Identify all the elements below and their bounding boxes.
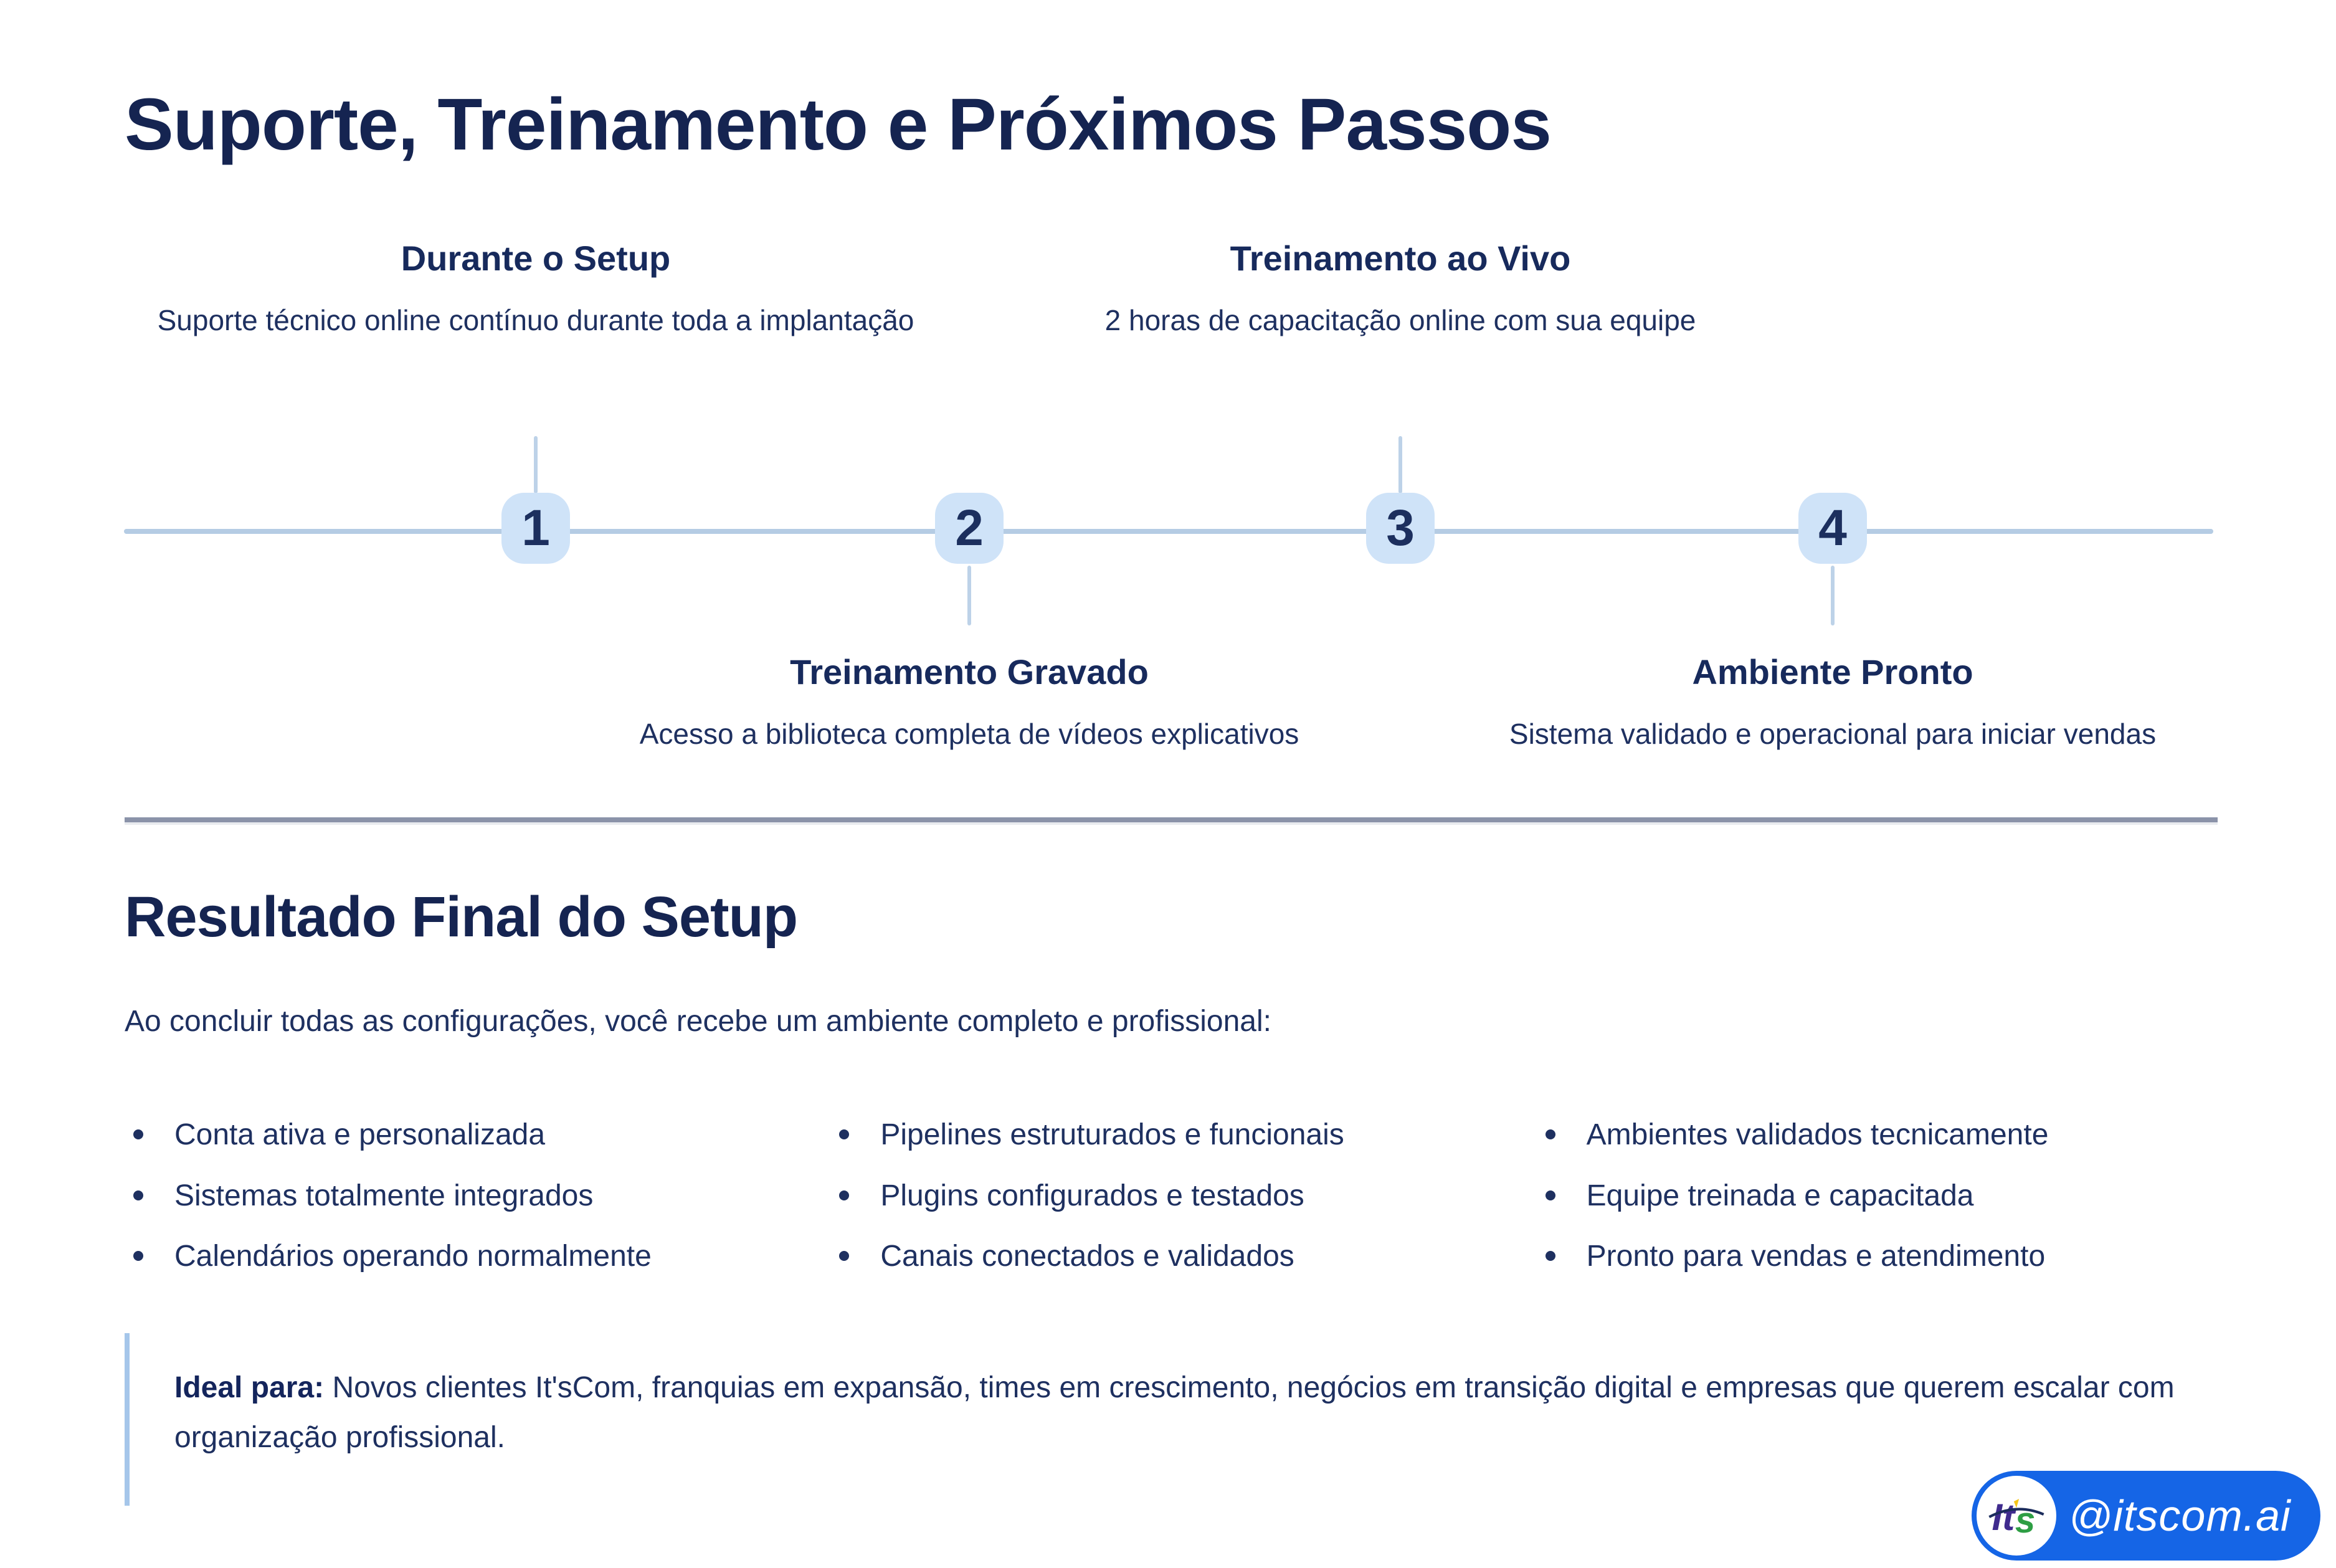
timeline-item-1-description: Suporte técnico online contínuo durante … <box>157 304 914 336</box>
timeline-connector-2 <box>967 566 971 625</box>
svg-text:It: It <box>1992 1496 2016 1538</box>
benefit-text: Pipelines estruturados e funcionais <box>880 1118 1344 1151</box>
benefit-item: Canais conectados e validados <box>839 1238 1545 1275</box>
timeline-item-4-description: Sistema validado e operacional para inic… <box>1509 718 2157 750</box>
timeline-connector-4 <box>1831 566 1835 625</box>
timeline-connector-1 <box>534 436 538 493</box>
benefit-text: Calendários operando normalmente <box>174 1240 652 1273</box>
result-section-intro: Ao concluir todas as configurações, você… <box>125 1005 1271 1038</box>
timeline-node-1-number: 1 <box>521 500 550 556</box>
callout-paragraph: Ideal para: Novos clientes It'sCom, fran… <box>174 1363 2186 1462</box>
benefit-item: Calendários operando normalmente <box>133 1238 839 1275</box>
social-handle: @itscom.ai <box>2068 1491 2291 1540</box>
timeline-connector-3 <box>1398 436 1402 493</box>
benefit-item: Conta ativa e personalizada <box>133 1117 839 1153</box>
itscom-logo-icon: It s <box>1977 1476 2056 1556</box>
timeline-item-treinamento-gravado: Treinamento Gravado Acesso a biblioteca … <box>564 652 1374 759</box>
section-divider <box>125 817 2218 825</box>
benefits-column-2: Pipelines estruturados e funcionais Plug… <box>839 1117 1545 1300</box>
svg-text:s: s <box>2015 1500 2035 1541</box>
social-badge[interactable]: It s @itscom.ai <box>1972 1471 2320 1561</box>
benefit-item: Pronto para vendas e atendimento <box>1545 1238 2251 1275</box>
benefit-text: Plugins configurados e testados <box>880 1179 1304 1212</box>
benefits-column-1: Conta ativa e personalizada Sistemas tot… <box>133 1117 839 1300</box>
benefits-grid: Conta ativa e personalizada Sistemas tot… <box>133 1117 2251 1300</box>
timeline-node-4-number: 4 <box>1818 500 1847 556</box>
timeline-node-3: 3 <box>1366 493 1435 564</box>
timeline-item-durante-o-setup: Durante o Setup Suporte técnico online c… <box>131 238 941 345</box>
timeline-node-2: 2 <box>935 493 1004 564</box>
ideal-para-callout: Ideal para: Novos clientes It'sCom, fran… <box>125 1333 2186 1506</box>
timeline-item-2-title: Treinamento Gravado <box>790 652 1149 691</box>
timeline-node-4: 4 <box>1798 493 1867 564</box>
timeline-item-3-title: Treinamento ao Vivo <box>1230 239 1571 278</box>
benefits-column-3: Ambientes validados tecnicamente Equipe … <box>1545 1117 2251 1300</box>
benefit-text: Pronto para vendas e atendimento <box>1586 1240 2046 1273</box>
timeline-item-3-description: 2 horas de capacitação online com sua eq… <box>1104 304 1696 336</box>
benefit-text: Canais conectados e validados <box>880 1240 1294 1273</box>
timeline-node-1: 1 <box>501 493 570 564</box>
benefit-item: Sistemas totalmente integrados <box>133 1178 839 1214</box>
timeline-node-2-number: 2 <box>955 500 984 556</box>
benefit-text: Equipe treinada e capacitada <box>1586 1179 1974 1212</box>
benefit-text: Ambientes validados tecnicamente <box>1586 1118 2049 1151</box>
benefit-item: Ambientes validados tecnicamente <box>1545 1117 2251 1153</box>
timeline-item-ambiente-pronto: Ambiente Pronto Sistema validado e opera… <box>1428 652 2238 759</box>
benefit-text: Conta ativa e personalizada <box>174 1118 546 1151</box>
benefit-item: Equipe treinada e capacitada <box>1545 1178 2251 1214</box>
benefit-item: Plugins configurados e testados <box>839 1178 1545 1214</box>
timeline-item-treinamento-ao-vivo: Treinamento ao Vivo 2 horas de capacitaç… <box>995 238 1805 345</box>
timeline-item-2-description: Acesso a biblioteca completa de vídeos e… <box>639 718 1299 750</box>
timeline-item-4-title: Ambiente Pronto <box>1692 652 1973 691</box>
benefit-item: Pipelines estruturados e funcionais <box>839 1117 1545 1153</box>
callout-label: Ideal para: <box>174 1371 325 1404</box>
timeline-line <box>124 529 2213 534</box>
benefit-text: Sistemas totalmente integrados <box>174 1179 594 1212</box>
timeline-item-1-title: Durante o Setup <box>401 239 671 278</box>
result-section-title: Resultado Final do Setup <box>125 885 798 949</box>
timeline-node-3-number: 3 <box>1386 500 1415 556</box>
callout-text: Novos clientes It'sCom, franquias em exp… <box>174 1371 2175 1454</box>
page-title: Suporte, Treinamento e Próximos Passos <box>125 83 1552 166</box>
